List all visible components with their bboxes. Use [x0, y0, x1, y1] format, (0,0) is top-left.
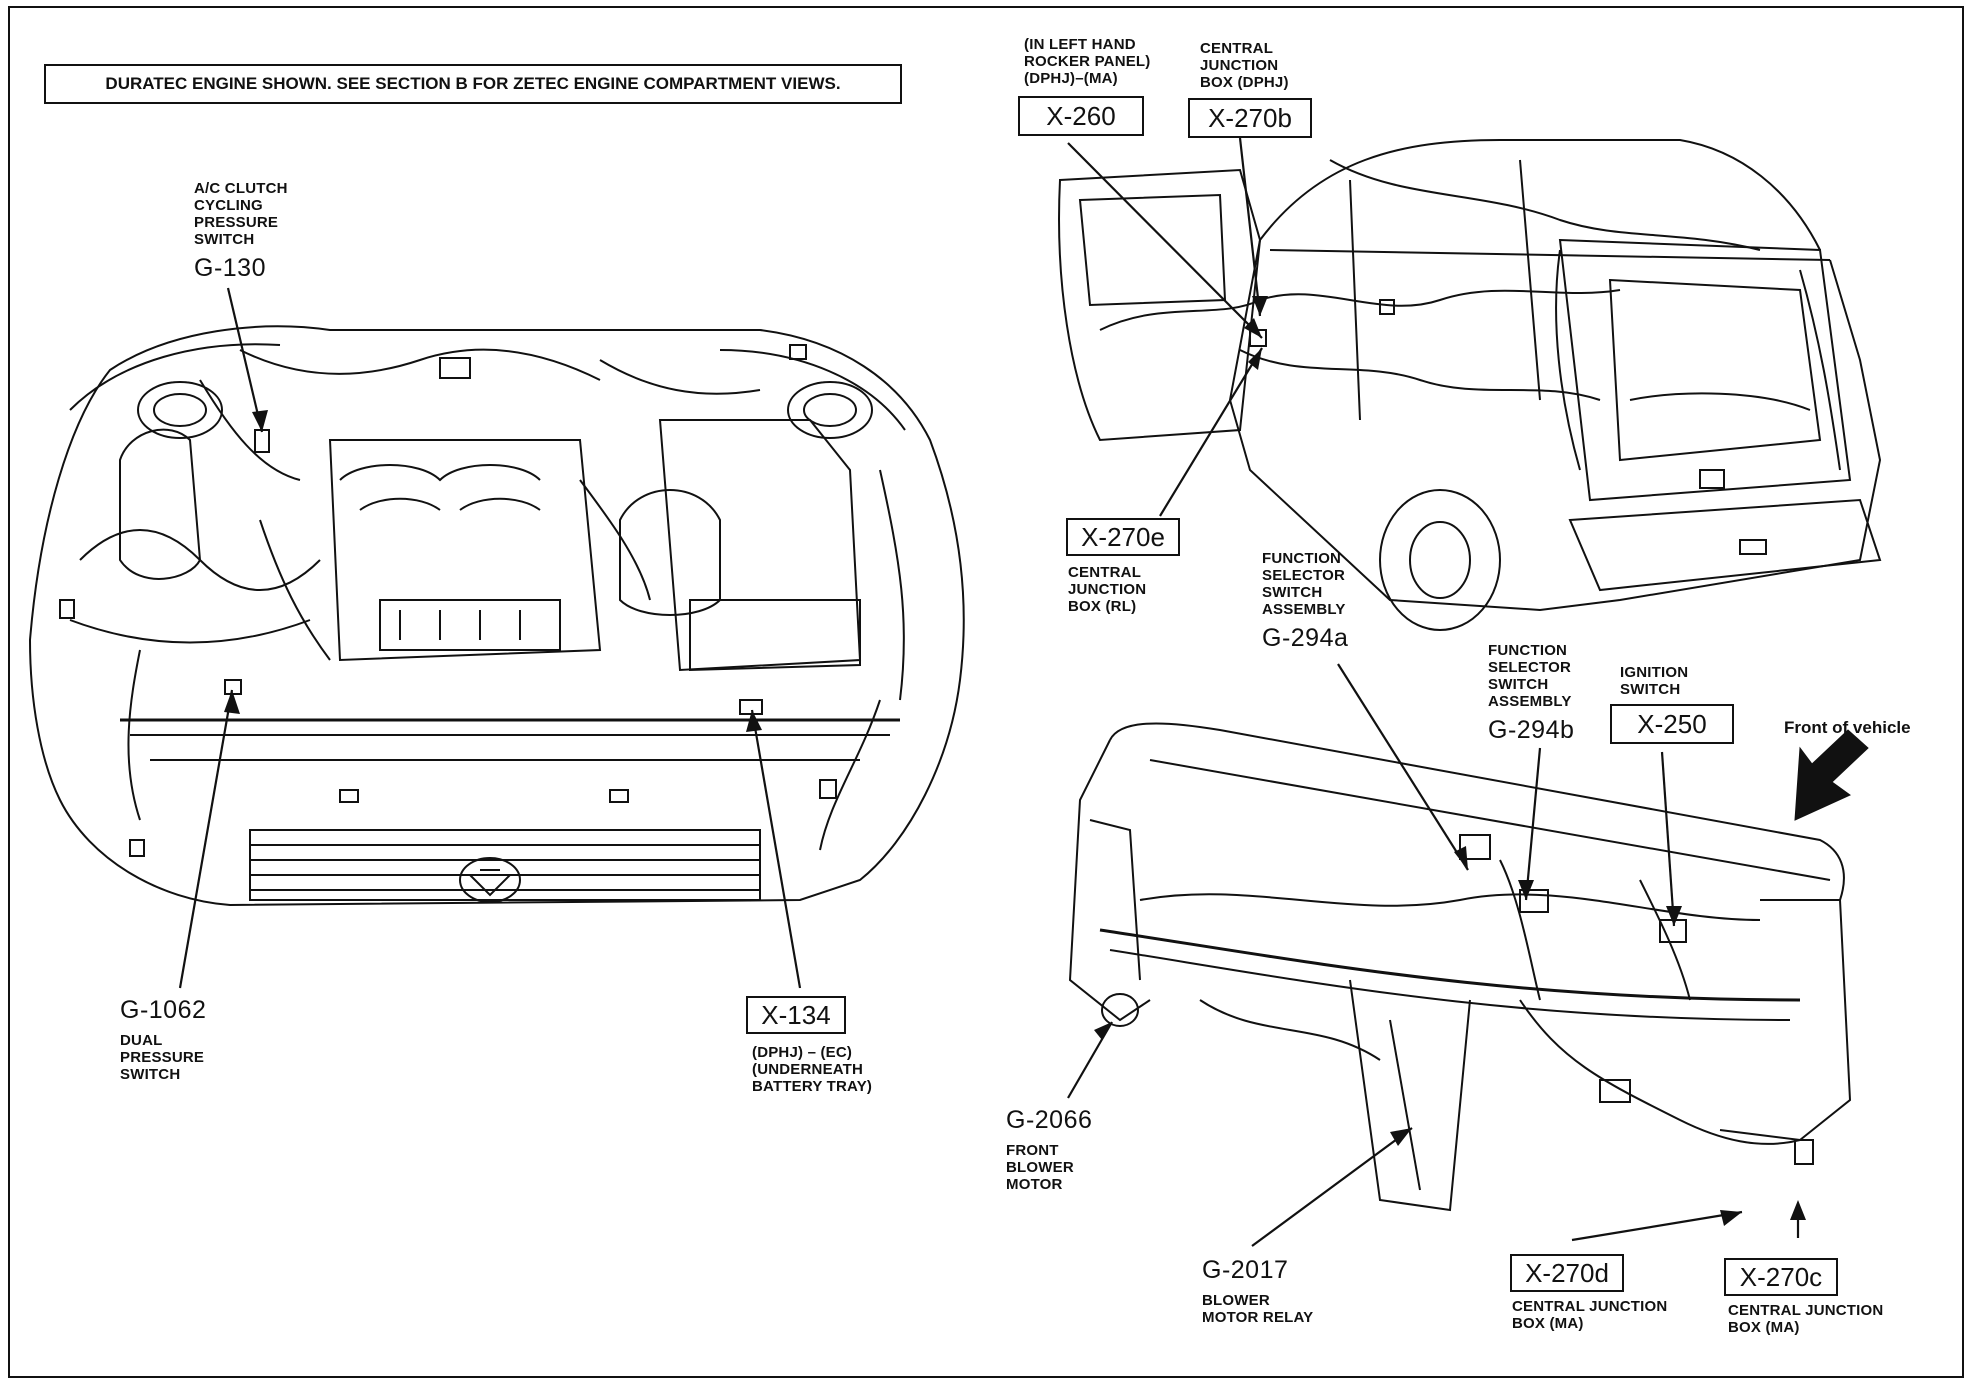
x270e-description: CENTRAL JUNCTION BOX (RL)	[1068, 564, 1147, 615]
x134-box: X-134	[746, 996, 846, 1034]
g1062-code: G-1062	[120, 996, 207, 1024]
front-direction-arrow-icon	[1794, 729, 1869, 821]
x270d-description: CENTRAL JUNCTION BOX (MA)	[1512, 1298, 1668, 1332]
x250-box: X-250	[1610, 704, 1734, 744]
g294a-description: FUNCTION SELECTOR SWITCH ASSEMBLY	[1262, 550, 1346, 618]
diagram-frame	[8, 6, 1964, 1378]
x270b-code: X-270b	[1208, 103, 1292, 133]
x270b-box: X-270b	[1188, 98, 1312, 138]
engine-note-text: DURATEC ENGINE SHOWN. SEE SECTION B FOR …	[105, 74, 841, 93]
x134-code: X-134	[761, 1000, 831, 1030]
g294b-code: G-294b	[1488, 716, 1575, 744]
instrument-panel-drawing	[1068, 722, 1852, 1212]
g2017-code: G-2017	[1202, 1256, 1289, 1284]
g2066-code: G-2066	[1006, 1106, 1093, 1134]
g1062-description: DUAL PRESSURE SWITCH	[120, 1032, 205, 1083]
x270e-code: X-270e	[1081, 522, 1165, 552]
x134-description: (DPHJ) – (EC) (UNDERNEATH BATTERY TRAY)	[752, 1044, 873, 1095]
x260-box: X-260	[1018, 96, 1144, 136]
engine-compartment-drawing	[28, 325, 965, 907]
leader-lines	[178, 137, 1800, 1247]
vehicle-body-drawing	[1058, 139, 1882, 631]
x270c-code: X-270c	[1739, 1262, 1823, 1292]
x270e-box: X-270e	[1066, 518, 1180, 556]
g294b-description: FUNCTION SELECTOR SWITCH ASSEMBLY	[1488, 642, 1572, 710]
leader-arrowheads	[224, 296, 1806, 1226]
x260-code: X-260	[1046, 101, 1116, 131]
x270d-code: X-270d	[1525, 1258, 1609, 1288]
g294a-code: G-294a	[1262, 624, 1349, 652]
g2066-description: FRONT BLOWER MOTOR	[1006, 1142, 1074, 1193]
g2017-description: BLOWER MOTOR RELAY	[1202, 1292, 1314, 1326]
front-of-vehicle-label: Front of vehicle	[1784, 718, 1911, 737]
x250-code: X-250	[1637, 709, 1707, 739]
x270c-box: X-270c	[1724, 1258, 1838, 1296]
g130-code: G-130	[194, 254, 266, 282]
x260-description: (IN LEFT HAND ROCKER PANEL) (DPHJ)–(MA)	[1024, 36, 1151, 87]
engine-note-box: DURATEC ENGINE SHOWN. SEE SECTION B FOR …	[44, 64, 902, 104]
g130-description: A/C CLUTCH CYCLING PRESSURE SWITCH	[194, 180, 288, 248]
x270b-description: CENTRAL JUNCTION BOX (DPHJ)	[1200, 40, 1289, 91]
x270d-box: X-270d	[1510, 1254, 1624, 1292]
x270c-description: CENTRAL JUNCTION BOX (MA)	[1728, 1302, 1884, 1336]
x250-description: IGNITION SWITCH	[1620, 664, 1689, 698]
